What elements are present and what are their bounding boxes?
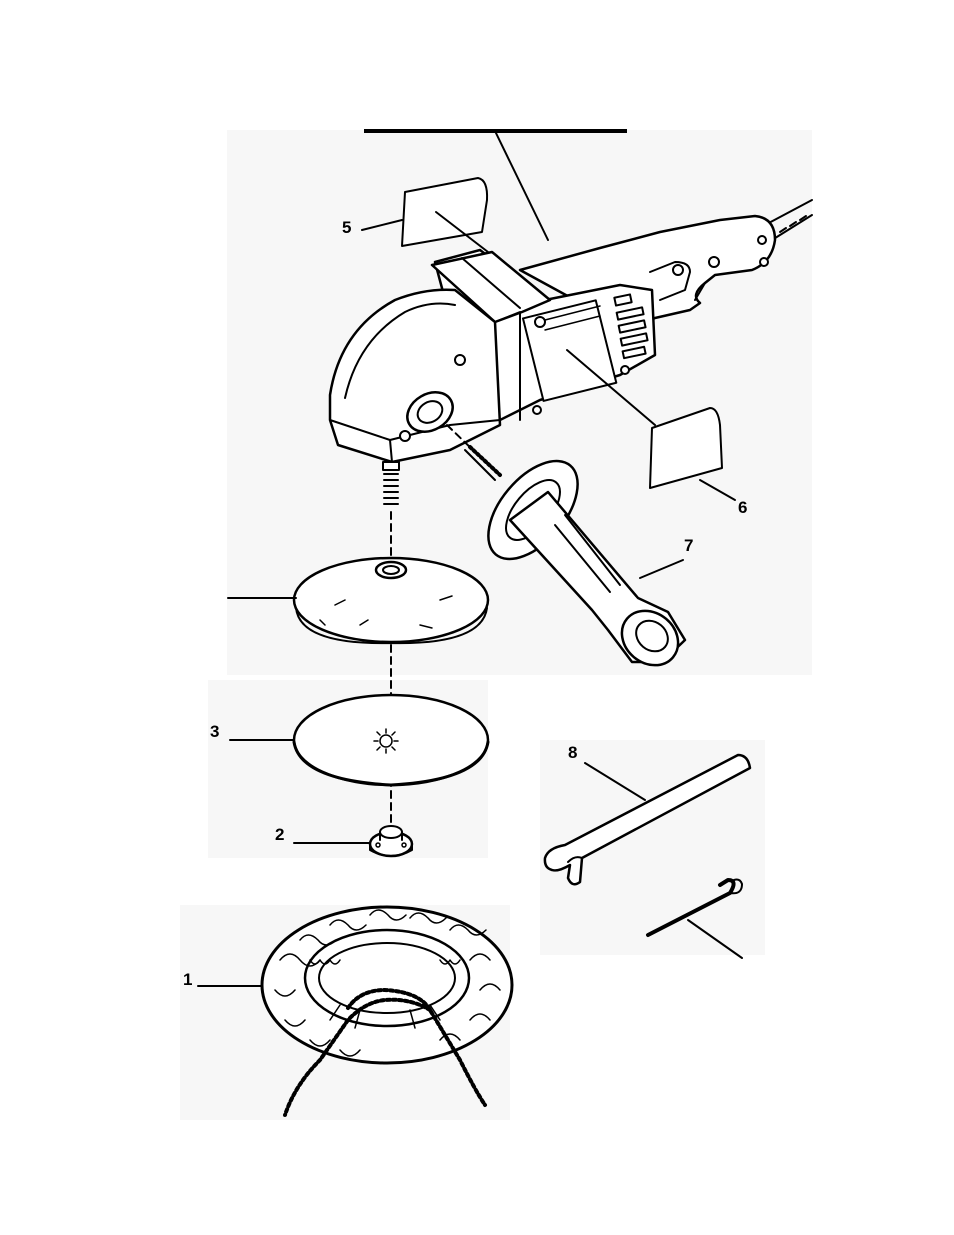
callout-8: 8 (568, 743, 577, 762)
callout-7: 7 (684, 536, 693, 555)
callout-5: 5 (342, 218, 351, 237)
sanding-disc (294, 695, 488, 785)
callout-2: 2 (275, 825, 284, 844)
backing-pad (294, 558, 488, 643)
callout-1: 1 (183, 970, 192, 989)
callout-3: 3 (210, 722, 219, 741)
callout-6: 6 (738, 498, 747, 517)
